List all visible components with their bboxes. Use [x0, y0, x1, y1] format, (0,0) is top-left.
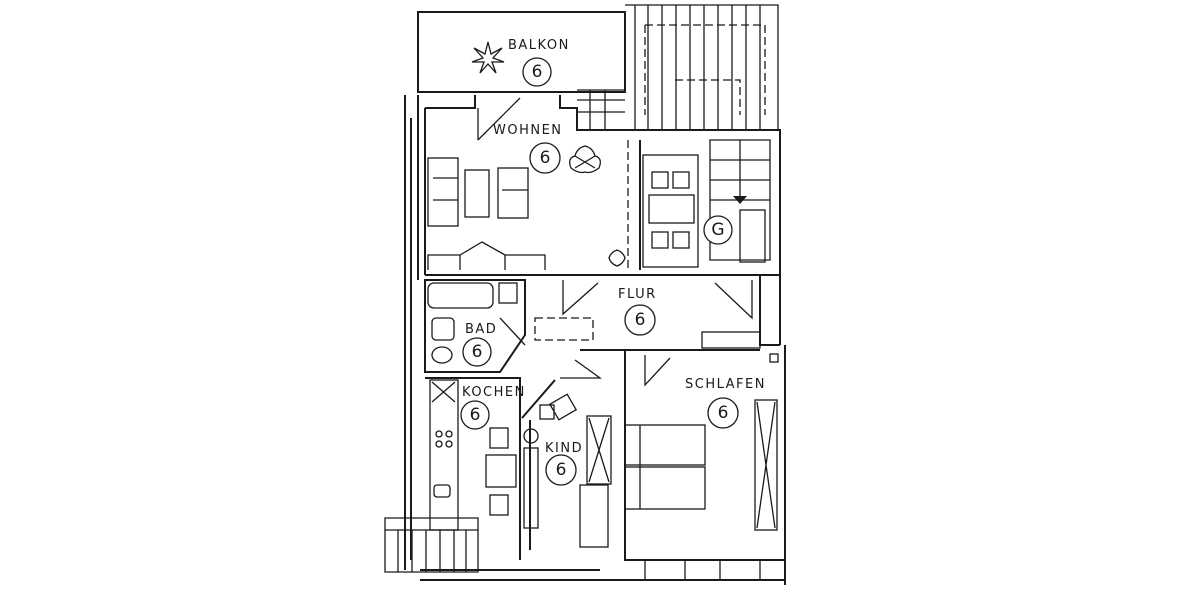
bathtub — [427, 282, 494, 309]
room-schlafen: SCHLAFEN 6 — [624, 355, 778, 581]
room-number-flur: 6 — [635, 310, 646, 330]
room-kochen: KOCHEN 6 — [384, 377, 526, 573]
kitchen-sink — [433, 484, 451, 498]
kitchen-chair — [489, 494, 509, 516]
dining-table — [648, 194, 695, 224]
room-label-bad: BAD — [465, 322, 497, 337]
kind-shelf — [523, 447, 539, 529]
entrance-steps — [384, 517, 479, 573]
room-kind: KIND 6 — [521, 359, 612, 550]
stair-marker-label: G — [711, 220, 724, 240]
room-bad: BAD 6 — [424, 279, 526, 373]
wardrobe-schlafen — [754, 399, 778, 531]
kitchen-chair — [489, 427, 509, 449]
washing-machine — [498, 282, 518, 304]
armchair — [497, 167, 529, 219]
stair-marker-circle — [703, 215, 733, 245]
staircase-top — [577, 4, 779, 263]
double-bed-right — [624, 466, 706, 510]
room-balkon: BALKON 6 — [471, 38, 570, 87]
room-label-kind: KIND — [545, 441, 583, 456]
wardrobe-flur — [701, 331, 761, 349]
room-label-balkon: BALKON — [508, 38, 570, 53]
room-label-wohnen: WOHNEN — [493, 123, 563, 138]
room-label-kochen: KOCHEN — [462, 385, 526, 400]
flur-furniture — [534, 317, 594, 341]
coffee-table — [464, 169, 490, 218]
room-number-wohnen: 6 — [540, 148, 551, 168]
room-number-schlafen: 6 — [718, 403, 729, 423]
room-label-flur: FLUR — [618, 287, 657, 302]
dining-area — [642, 154, 699, 268]
kind-bed — [579, 484, 609, 548]
plant-icon — [608, 249, 626, 267]
room-wohnen: WOHNEN 6 — [427, 97, 699, 270]
wardrobe-kind — [586, 415, 612, 485]
plant-icon — [569, 145, 601, 174]
room-flur: FLUR 6 — [534, 280, 779, 363]
double-bed-left — [624, 424, 706, 466]
sink — [431, 317, 455, 341]
room-number-balkon: 6 — [532, 62, 543, 82]
desk — [539, 404, 555, 420]
plant-icon — [471, 41, 505, 74]
kitchen-counter — [429, 379, 459, 531]
room-number-kind: 6 — [556, 460, 567, 480]
toilet — [431, 346, 453, 364]
sofa — [427, 157, 459, 227]
room-label-schlafen: SCHLAFEN — [685, 377, 766, 392]
room-number-kochen: 6 — [470, 405, 481, 425]
room-number-bad: 6 — [472, 342, 483, 362]
outer-walls — [404, 11, 786, 585]
kitchen-table — [485, 454, 517, 488]
